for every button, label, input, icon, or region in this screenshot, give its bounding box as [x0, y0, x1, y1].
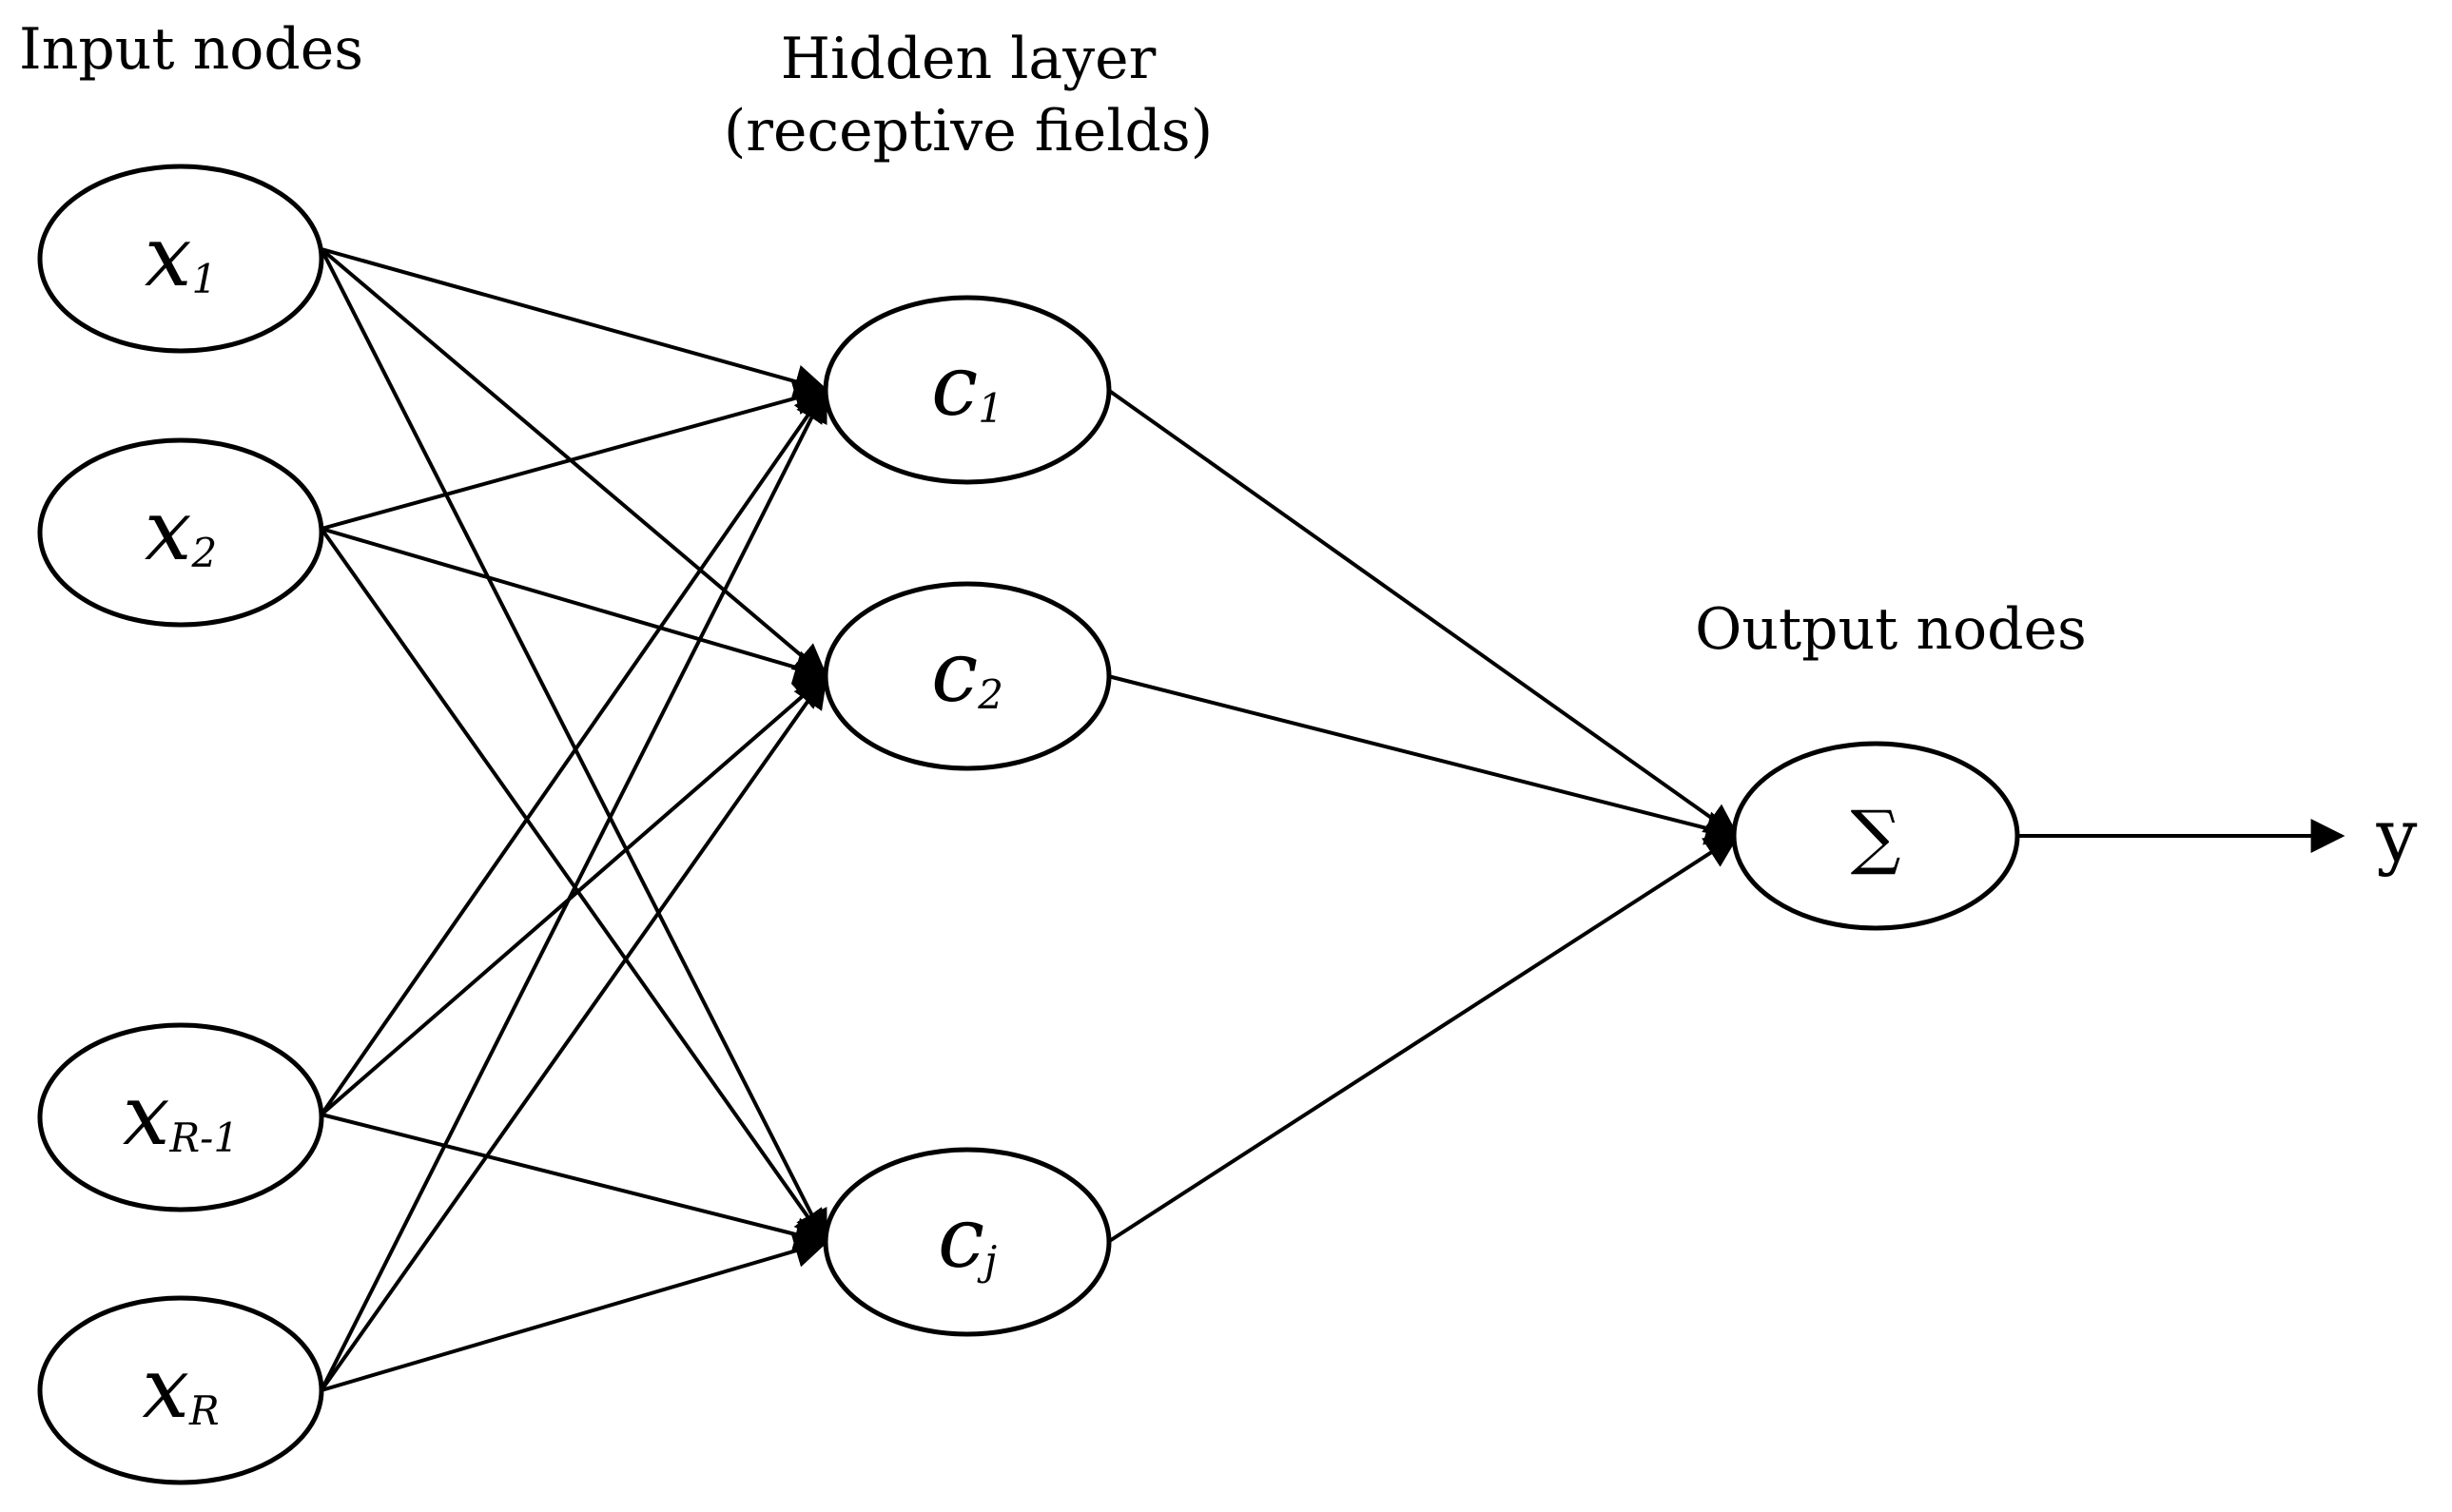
- input-node-symbol: x: [145, 481, 192, 579]
- input-nodes-label: Input nodes: [19, 16, 363, 83]
- hidden-node-symbol: c: [931, 337, 978, 435]
- hidden-node-c2: c2: [823, 581, 1112, 771]
- svg-text:x1: x1: [145, 207, 217, 305]
- output-node-sum: ∑: [1731, 741, 2020, 931]
- input-node-xR-1: xR-1: [37, 1022, 324, 1212]
- hidden-node-c1: c1: [823, 295, 1112, 485]
- edge-cj-to-sum: [1106, 834, 1741, 1244]
- edge-xR-to-c1: [320, 386, 827, 1391]
- input-node-symbol: x: [123, 1066, 170, 1164]
- edge-x2-to-c2: [321, 527, 829, 685]
- input-node-subscript: 1: [191, 256, 217, 302]
- edge-c2-to-sum: [1107, 674, 1741, 845]
- edge-xR-1-to-c1: [320, 387, 828, 1116]
- input-node-subscript: 2: [190, 530, 217, 576]
- svg-text:xR-1: xR-1: [123, 1066, 239, 1164]
- edges-layer: [320, 247, 2345, 1392]
- edge-xR-1-to-cj: [321, 1113, 829, 1251]
- edge-x1-to-c1: [321, 247, 829, 398]
- svg-text:xR: xR: [142, 1339, 219, 1437]
- input-node-subscript: R-1: [169, 1115, 240, 1161]
- svg-text:cj: cj: [938, 1189, 997, 1287]
- output-nodes-label: Output nodes: [1695, 596, 2087, 663]
- input-node-subscript: R: [188, 1387, 220, 1434]
- hidden-node-symbol: c: [938, 1189, 984, 1287]
- hidden-layer-sublabel: (receptive fields): [724, 98, 1213, 165]
- edge-xR-to-c2: [320, 673, 828, 1392]
- edge-xR-1-to-c2: [320, 673, 828, 1116]
- edge-x2-to-cj: [320, 527, 828, 1245]
- edge-c1-to-sum: [1106, 388, 1740, 839]
- edge-x2-to-c1: [321, 381, 829, 531]
- hidden-layer-label: Hidden layer: [781, 26, 1157, 92]
- sum-symbol: ∑: [1851, 796, 1901, 878]
- input-node-xR: xR: [37, 1295, 324, 1485]
- edge-x1-to-c2: [320, 247, 828, 679]
- input-node-x1: x1: [37, 164, 324, 354]
- input-node-symbol: x: [145, 207, 192, 305]
- input-node-x2: x2: [37, 437, 324, 628]
- output-y-label: y: [2376, 793, 2418, 878]
- hidden-node-subscript: 2: [977, 671, 1003, 718]
- hidden-node-cj: cj: [823, 1147, 1112, 1337]
- hidden-node-symbol: c: [931, 623, 978, 721]
- hidden-node-subscript: 1: [978, 385, 1003, 432]
- edge-x1-to-cj: [320, 248, 827, 1246]
- input-node-symbol: x: [142, 1339, 189, 1437]
- svg-text:c2: c2: [931, 623, 1003, 721]
- edge-xR-to-cj: [321, 1233, 829, 1392]
- svg-text:x2: x2: [145, 481, 217, 579]
- svg-text:c1: c1: [931, 337, 1003, 435]
